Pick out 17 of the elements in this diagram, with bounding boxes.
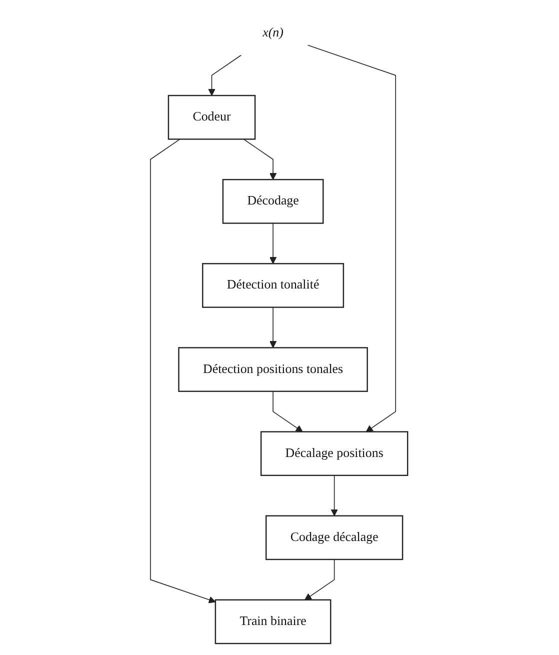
arrow: [308, 44, 396, 432]
node-box: Codeur: [168, 94, 256, 140]
node-box: Détection tonalité: [202, 263, 344, 308]
node-text: x(n): [263, 26, 284, 40]
arrow: [270, 222, 278, 264]
node-box: Décalage positions: [260, 431, 409, 476]
arrow: [244, 138, 278, 180]
arrow: [150, 138, 216, 604]
node-box: Détection positions tonales: [178, 347, 368, 392]
arrow: [273, 390, 304, 432]
node-box: Décodage: [222, 178, 324, 224]
arrow: [270, 306, 278, 348]
arrow: [208, 54, 242, 96]
node-box: Train binaire: [215, 599, 332, 644]
arrow: [305, 559, 336, 600]
node-box: Codage décalage: [266, 515, 404, 560]
arrow: [331, 475, 338, 516]
